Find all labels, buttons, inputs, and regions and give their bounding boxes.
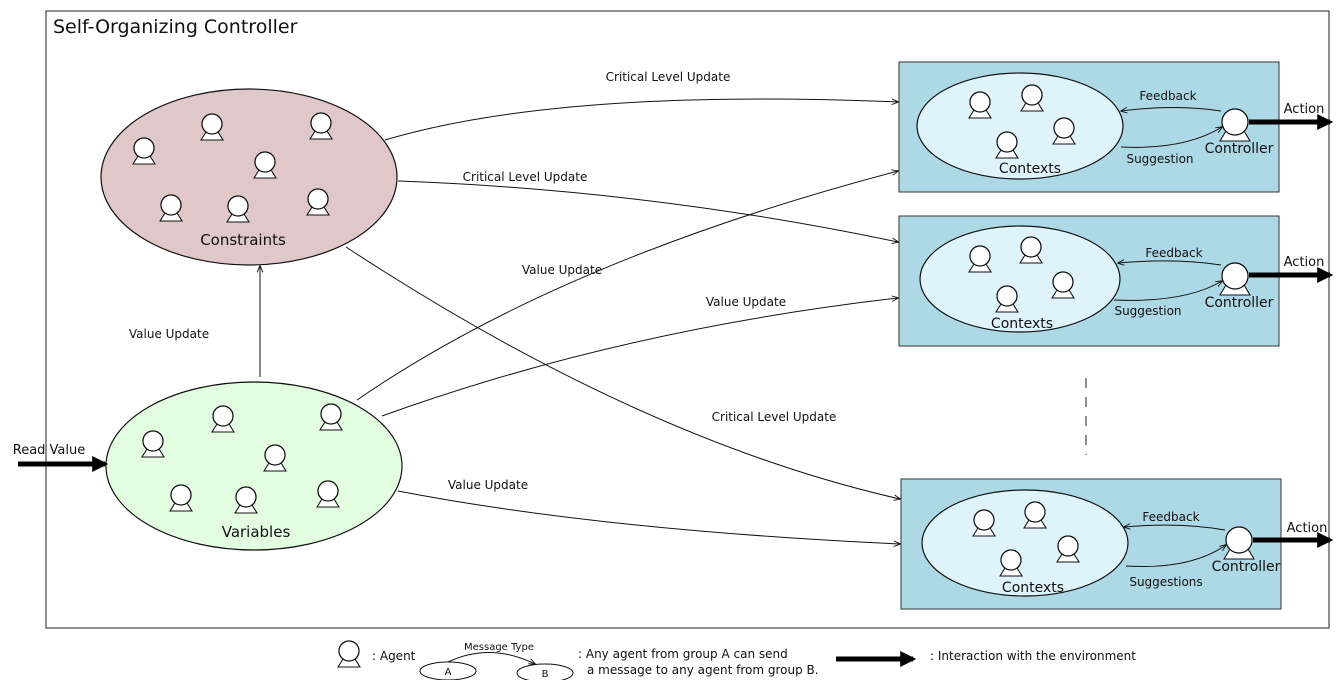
agent-icon <box>1056 535 1080 563</box>
read-value-label: Read Value <box>13 443 86 458</box>
legend-message-arrow <box>447 652 535 664</box>
suggestion-arrow <box>1120 127 1222 148</box>
controller-agent-icon <box>1219 262 1251 296</box>
agent-icon <box>169 484 193 512</box>
agent-icon <box>132 137 156 165</box>
legend-group-b <box>516 663 574 680</box>
legend-message-desc-1: : Any agent from group A can send <box>578 647 788 661</box>
edge-critical-level-update-3 <box>345 246 900 499</box>
agent-icon <box>253 151 277 179</box>
value-update-label: Value Update <box>706 295 786 309</box>
agent-icon <box>226 195 250 223</box>
agent-icon <box>159 194 183 222</box>
read-value-arrow: Read Value <box>13 443 109 473</box>
diagram-title: Self-Organizing Controller <box>53 16 298 38</box>
controller-box-1: Contexts Controller Feedback Suggestion <box>898 61 1280 193</box>
agent-icon <box>316 480 340 508</box>
value-update-label: Value Update <box>129 327 209 341</box>
agent-icon <box>1051 271 1075 299</box>
legend-message-desc-2: a message to any agent from group B. <box>587 663 819 677</box>
contexts-ellipse <box>916 72 1124 180</box>
controller-frame <box>45 10 1330 629</box>
variables-group: Variables <box>105 381 403 551</box>
contexts-label: Contexts <box>999 161 1061 177</box>
variables-label: Variables <box>222 523 291 541</box>
contexts-label: Contexts <box>1002 580 1064 596</box>
agent-icon <box>972 509 996 537</box>
edge-critical-level-update-2 <box>397 180 898 242</box>
action-arrow-2: Action <box>1249 255 1334 284</box>
agent-icon <box>1019 236 1043 264</box>
edge-value-update-2 <box>381 298 898 417</box>
value-update-label: Value Update <box>448 478 528 492</box>
critical-level-update-label: Critical Level Update <box>463 170 588 184</box>
critical-level-update-label: Critical Level Update <box>712 410 837 424</box>
agent-icon <box>309 112 333 140</box>
legend-group-b-label: B <box>542 669 549 680</box>
value-update-label: Value Update <box>522 263 602 277</box>
legend-interaction-label: : Interaction with the environment <box>930 649 1136 663</box>
agent-icon <box>968 245 992 273</box>
agent-icon <box>968 91 992 119</box>
agent-icon <box>306 188 330 216</box>
agent-icon <box>1020 84 1044 112</box>
agent-icon <box>995 285 1019 313</box>
feedback-label: Feedback <box>1145 246 1202 260</box>
action-label: Action <box>1284 102 1325 117</box>
contexts-label: Contexts <box>991 316 1053 332</box>
agent-icon <box>263 444 287 472</box>
edge-value-update-1 <box>356 171 898 401</box>
agent-icon <box>319 403 343 431</box>
agent-icon <box>234 486 258 514</box>
agent-icon <box>141 430 165 458</box>
feedback-label: Feedback <box>1142 510 1199 524</box>
feedback-arrow <box>1121 108 1222 112</box>
agent-icon <box>995 131 1019 159</box>
controller-label: Controller <box>1205 141 1274 157</box>
suggestion-label: Suggestion <box>1126 152 1193 166</box>
agent-legend-icon <box>337 640 361 668</box>
action-arrow-3: Action <box>1253 521 1334 549</box>
suggestion-label: Suggestion <box>1114 304 1181 318</box>
action-label: Action <box>1287 521 1328 536</box>
critical-level-update-label: Critical Level Update <box>606 70 731 84</box>
feedback-arrow <box>1124 525 1226 531</box>
controller-label: Controller <box>1212 559 1281 575</box>
controller-agent-icon <box>1219 108 1251 142</box>
feedback-label: Feedback <box>1139 89 1196 103</box>
controller-box-3: Contexts Controller Feedback Suggestions <box>900 478 1282 610</box>
action-label: Action <box>1284 255 1325 270</box>
agent-icon <box>999 549 1023 577</box>
constraints-label: Constraints <box>200 231 286 249</box>
agent-icon <box>200 113 224 141</box>
legend: : Agent A B Message Type : Any agent fro… <box>337 640 1136 680</box>
action-arrow-1: Action <box>1249 102 1334 131</box>
suggestion-label: Suggestions <box>1129 575 1202 589</box>
legend-message-type-label: Message Type <box>464 642 534 653</box>
feedback-arrow <box>1118 261 1222 265</box>
edge-value-update-3 <box>397 490 900 544</box>
controller-box-2: Contexts Controller Feedback Suggestion <box>898 215 1280 347</box>
edge-critical-level-update-1 <box>384 99 898 141</box>
legend-group-a-label: A <box>445 667 452 678</box>
contexts-ellipse <box>921 489 1129 597</box>
constraints-group: Constraints <box>100 88 398 266</box>
controller-label: Controller <box>1205 295 1274 311</box>
agent-icon <box>1052 117 1076 145</box>
suggestion-arrow <box>1125 545 1226 567</box>
agent-icon <box>1023 501 1047 529</box>
controller-agent-icon <box>1223 526 1255 560</box>
suggestion-arrow <box>1113 281 1222 301</box>
agent-icon <box>211 405 235 433</box>
legend-agent-label: : Agent <box>372 649 416 663</box>
